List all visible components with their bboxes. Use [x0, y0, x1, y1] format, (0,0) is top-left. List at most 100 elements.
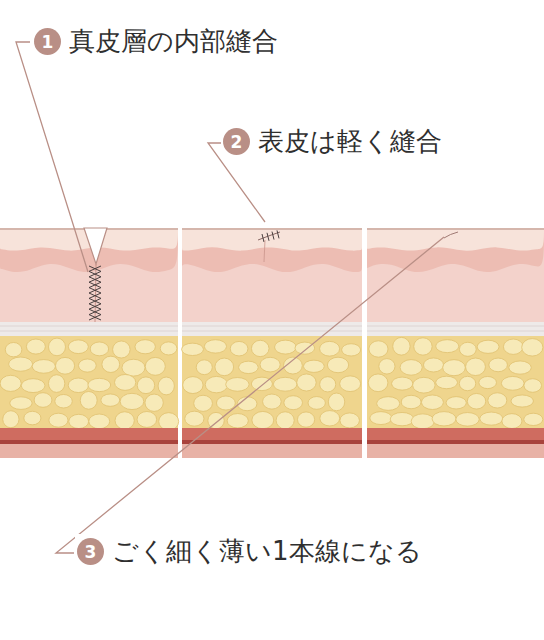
- callout-number: 1: [34, 28, 61, 55]
- papillary-layer: [182, 228, 362, 272]
- fat-cell: [55, 357, 74, 374]
- fat-cell: [393, 337, 410, 355]
- callout-label: 表皮は軽く縫合: [258, 126, 442, 157]
- dermis-layer: [367, 228, 544, 324]
- fat-cell: [369, 341, 388, 357]
- fat-cell: [368, 374, 388, 392]
- callout: 2 表皮は軽く縫合: [221, 124, 446, 159]
- fat-cell: [502, 414, 522, 429]
- fat-cell: [401, 395, 421, 408]
- callout-number: 3: [77, 538, 104, 565]
- fat-cell: [263, 394, 282, 409]
- fat-cell: [208, 412, 224, 428]
- fat-cell: [160, 342, 177, 355]
- fat-cell: [488, 393, 507, 408]
- fat-cell: [101, 394, 120, 406]
- fat-cell: [377, 397, 400, 411]
- fat-cell: [185, 411, 204, 426]
- fat-cell: [509, 361, 531, 374]
- healed-line: [264, 240, 265, 262]
- muscle-layer: [0, 228, 178, 458]
- fat-cell: [297, 412, 314, 427]
- fat-cell: [32, 360, 55, 374]
- fat-cell: [69, 414, 89, 428]
- fat-cell: [501, 376, 524, 390]
- fascia-band: [367, 428, 544, 440]
- fat-cell: [340, 413, 360, 428]
- fat-cell: [400, 360, 422, 376]
- epidermal-stitch: [277, 230, 279, 238]
- fat-cell: [55, 394, 72, 407]
- fat-cell: [137, 412, 157, 428]
- fat-cell: [443, 360, 466, 376]
- wound-line: [95, 264, 96, 322]
- fat-cell: [260, 357, 280, 372]
- fascia-line: [0, 440, 178, 444]
- fat-cell: [273, 377, 297, 391]
- fat-cell: [436, 376, 458, 388]
- epidermal-stitch: [272, 232, 274, 240]
- muscle-layer: [0, 444, 178, 458]
- fat-cell: [370, 412, 392, 425]
- fat-cell: [522, 339, 543, 356]
- fat-cell: [467, 393, 485, 409]
- fat-cell: [524, 413, 543, 425]
- fat-cell: [89, 414, 110, 429]
- fat-cell: [252, 411, 274, 428]
- membrane-layer: [0, 322, 178, 336]
- skin-seam: [258, 232, 280, 240]
- fascia-line: [367, 440, 544, 444]
- fat-layer: [182, 336, 362, 428]
- fat-cell: [216, 396, 235, 410]
- fat-cell: [145, 357, 165, 375]
- fat-cell: [379, 359, 395, 374]
- fat-cell: [390, 412, 414, 425]
- fat-cell: [459, 376, 475, 390]
- fat-cell: [21, 379, 45, 393]
- fat-cell: [340, 376, 361, 392]
- fascia-band: [182, 428, 362, 440]
- fat-cell: [423, 358, 443, 372]
- fat-cell: [413, 377, 435, 393]
- membrane-line: [0, 331, 178, 332]
- fat-cell: [113, 341, 131, 358]
- muscle-layer: [182, 444, 362, 458]
- fat-cell: [196, 360, 212, 375]
- fat-cell: [9, 357, 33, 371]
- fat-layer: [0, 336, 178, 428]
- fat-cell: [182, 343, 204, 355]
- fat-cell: [432, 412, 456, 426]
- fat-cell: [90, 342, 108, 356]
- fat-cell: [489, 358, 508, 372]
- fat-cell: [342, 344, 361, 356]
- fat-cell: [102, 356, 120, 372]
- callout-label: 真皮層の内部縫合: [69, 26, 278, 57]
- leader-line: [16, 42, 88, 272]
- skin-panel: [367, 228, 544, 458]
- membrane-layer: [182, 322, 362, 336]
- membrane-layer: [367, 322, 544, 336]
- fat-cell: [320, 377, 336, 392]
- fat-cell: [204, 340, 226, 353]
- callout-number: 2: [223, 128, 250, 155]
- fat-cell: [276, 412, 294, 429]
- fat-cell: [320, 411, 340, 426]
- fat-cell: [411, 414, 434, 429]
- fat-cell: [303, 360, 324, 372]
- callout-label: ごく細く薄い1本線になる: [112, 536, 422, 567]
- epidermis-layer: [182, 228, 362, 251]
- dermal-suture: [89, 266, 101, 320]
- fat-cell: [446, 397, 466, 409]
- fat-cell: [137, 377, 154, 394]
- fat-cell: [230, 341, 248, 355]
- fat-cell: [503, 339, 523, 354]
- fat-cell: [115, 412, 134, 430]
- fascia-band: [0, 428, 178, 440]
- epidermal-stitch: [262, 234, 264, 242]
- fat-cell: [328, 393, 344, 411]
- fat-cell: [145, 394, 163, 411]
- membrane-line: [367, 331, 544, 332]
- dermis-layer: [182, 228, 362, 324]
- membrane-line: [182, 331, 362, 332]
- fat-cell: [194, 395, 213, 411]
